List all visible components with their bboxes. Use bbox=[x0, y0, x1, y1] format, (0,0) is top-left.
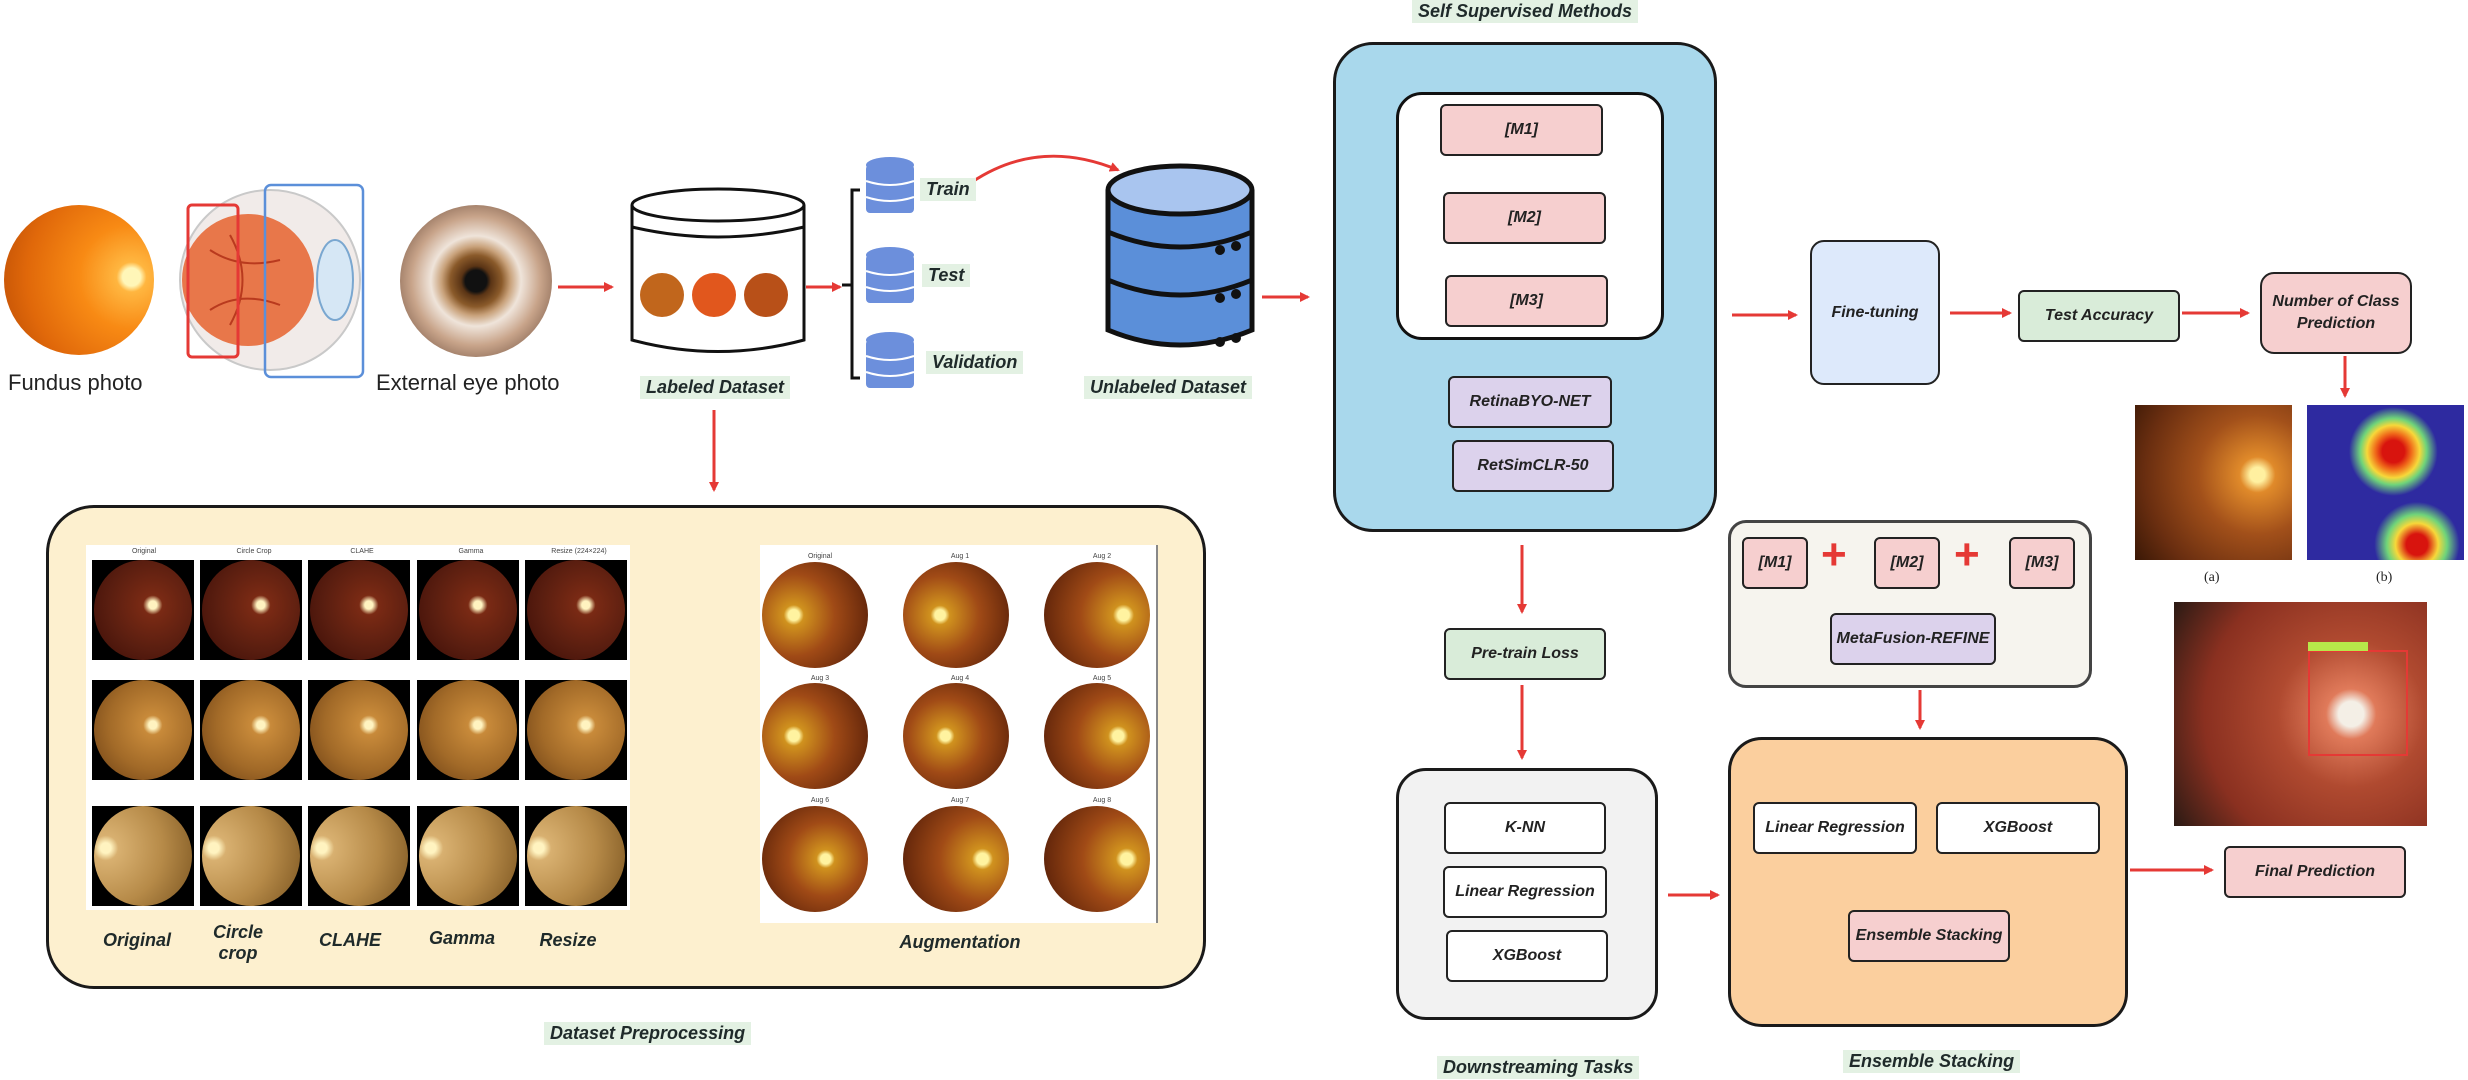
class-prediction-box: Number of Class Prediction bbox=[2260, 272, 2412, 354]
heatmap-sample-b bbox=[2307, 405, 2464, 560]
aug-header-4: Aug 4 bbox=[950, 675, 970, 682]
downstream-xgboost: XGBoost bbox=[1446, 930, 1608, 982]
preprocessing-thumbnail bbox=[92, 680, 194, 780]
aug-header-1: Aug 1 bbox=[950, 553, 970, 560]
aug-header-6: Aug 6 bbox=[810, 797, 830, 804]
detection-tag bbox=[2308, 642, 2368, 651]
preprocessing-thumbnail bbox=[200, 680, 302, 780]
arrow-train-to-unlabeled bbox=[971, 154, 1120, 184]
detection-bbox bbox=[2308, 650, 2408, 756]
ssl-model-m2: [M2] bbox=[1443, 192, 1606, 244]
preprocessing-thumbnail bbox=[200, 806, 302, 906]
aug-header-3: Aug 3 bbox=[810, 675, 830, 682]
augmentation-thumbnail bbox=[1044, 683, 1150, 789]
preprocessing-thumbnail bbox=[200, 560, 302, 660]
downstream-title: Downstreaming Tasks bbox=[1437, 1056, 1640, 1079]
ensemble-panel bbox=[1728, 737, 2128, 1027]
ssl-model-m3: [M3] bbox=[1445, 275, 1608, 327]
plus-icon-2: + bbox=[1954, 530, 1980, 579]
col-header-clahe: CLAHE bbox=[350, 548, 374, 555]
labeled-dataset-jar-icon bbox=[630, 187, 806, 353]
preprocessing-thumbnail bbox=[92, 560, 194, 660]
detection-sample bbox=[2174, 602, 2427, 826]
split-train-label: Train bbox=[920, 178, 976, 201]
split-test-label: Test bbox=[922, 264, 971, 287]
aug-header-5: Aug 5 bbox=[1092, 675, 1112, 682]
ssl-title: Self Supervised Methods bbox=[1412, 0, 1639, 23]
augmentation-thumbnail bbox=[762, 683, 868, 789]
preprocessing-thumbnail bbox=[92, 806, 194, 906]
caption-resize: Resize bbox=[539, 930, 597, 950]
augmentation-thumbnail bbox=[762, 806, 868, 912]
meta-model-m3: [M3] bbox=[2009, 537, 2075, 589]
preprocessing-thumbnail bbox=[417, 560, 519, 660]
ensemble-xgboost: XGBoost bbox=[1936, 802, 2100, 854]
downstream-knn: K-NN bbox=[1444, 802, 1606, 854]
augmentation-thumbnail bbox=[903, 806, 1009, 912]
fundus-sample-a bbox=[2135, 405, 2292, 560]
augmentation-thumbnail bbox=[762, 562, 868, 668]
caption-clahe: CLAHE bbox=[319, 930, 381, 950]
aug-header-7: Aug 7 bbox=[950, 797, 970, 804]
plus-icon-1: + bbox=[1821, 530, 1847, 579]
meta-model-m2: [M2] bbox=[1874, 537, 1940, 589]
external-eye-label: External eye photo bbox=[376, 370, 560, 395]
retinabyo-net-box: RetinaBYO-NET bbox=[1448, 376, 1612, 428]
preprocessing-thumbnail bbox=[308, 680, 410, 780]
augmentation-thumbnail bbox=[1044, 562, 1150, 668]
preprocessing-thumbnail bbox=[525, 560, 627, 660]
labeled-dataset-label: Labeled Dataset bbox=[640, 376, 791, 399]
aug-header-0: Original bbox=[807, 553, 833, 560]
aug-header-8: Aug 8 bbox=[1092, 797, 1112, 804]
panel-b-label: (b) bbox=[2376, 570, 2393, 585]
ensemble-linear-regression: Linear Regression bbox=[1753, 802, 1917, 854]
aug-header-2: Aug 2 bbox=[1092, 553, 1112, 560]
final-prediction-box: Final Prediction bbox=[2224, 846, 2406, 898]
ssl-model-m1: [M1] bbox=[1440, 104, 1603, 156]
retsimclr-50-box: RetSimCLR-50 bbox=[1452, 440, 1614, 492]
preprocessing-thumbnail bbox=[525, 680, 627, 780]
preprocessing-thumbnail bbox=[308, 560, 410, 660]
fundus-image bbox=[4, 205, 154, 355]
splits-bracket bbox=[842, 188, 860, 380]
downstream-linear-regression: Linear Regression bbox=[1443, 866, 1607, 918]
external-eye-image bbox=[400, 205, 552, 357]
panel-a-label: (a) bbox=[2204, 570, 2220, 585]
augmentation-thumbnail bbox=[903, 683, 1009, 789]
caption-augmentation: Augmentation bbox=[899, 932, 1021, 952]
preprocessing-thumbnail bbox=[417, 680, 519, 780]
test-accuracy-box: Test Accuracy bbox=[2018, 290, 2180, 342]
preprocessing-title: Dataset Preprocessing bbox=[544, 1022, 752, 1045]
metafusion-refine-box: MetaFusion-REFINE bbox=[1830, 613, 1996, 665]
pipeline-arrows bbox=[558, 154, 2350, 900]
fundus-label: Fundus photo bbox=[8, 370, 143, 395]
pretrain-loss-box: Pre-train Loss bbox=[1444, 628, 1606, 680]
ensemble-title: Ensemble Stacking bbox=[1843, 1050, 2021, 1073]
eye-cross-section-icon bbox=[179, 183, 365, 379]
col-header-original: Original bbox=[131, 548, 157, 555]
meta-model-m1: [M1] bbox=[1742, 537, 1808, 589]
split-validation-label: Validation bbox=[926, 351, 1024, 374]
fine-tuning-box: Fine-tuning bbox=[1810, 240, 1940, 385]
caption-gamma: Gamma bbox=[428, 928, 496, 948]
augmentation-thumbnail bbox=[903, 562, 1009, 668]
ensemble-stacking-box: Ensemble Stacking bbox=[1848, 910, 2010, 962]
caption-original: Original bbox=[102, 930, 171, 950]
col-header-resize: Resize (224×224) bbox=[551, 548, 607, 555]
preprocessing-thumbnail bbox=[525, 806, 627, 906]
unlabeled-dataset-label: Unlabeled Dataset bbox=[1084, 376, 1253, 399]
col-header-circle-crop: Circle Crop bbox=[236, 548, 272, 555]
preprocessing-thumbnail bbox=[417, 806, 519, 906]
preprocessing-thumbnail bbox=[308, 806, 410, 906]
col-header-gamma: Gamma bbox=[458, 548, 484, 555]
unlabeled-dataset-db-icon bbox=[1105, 163, 1255, 348]
caption-circle-crop: Circle crop bbox=[212, 922, 264, 963]
augmentation-thumbnail bbox=[1044, 806, 1150, 912]
split-db-icons bbox=[865, 157, 915, 388]
